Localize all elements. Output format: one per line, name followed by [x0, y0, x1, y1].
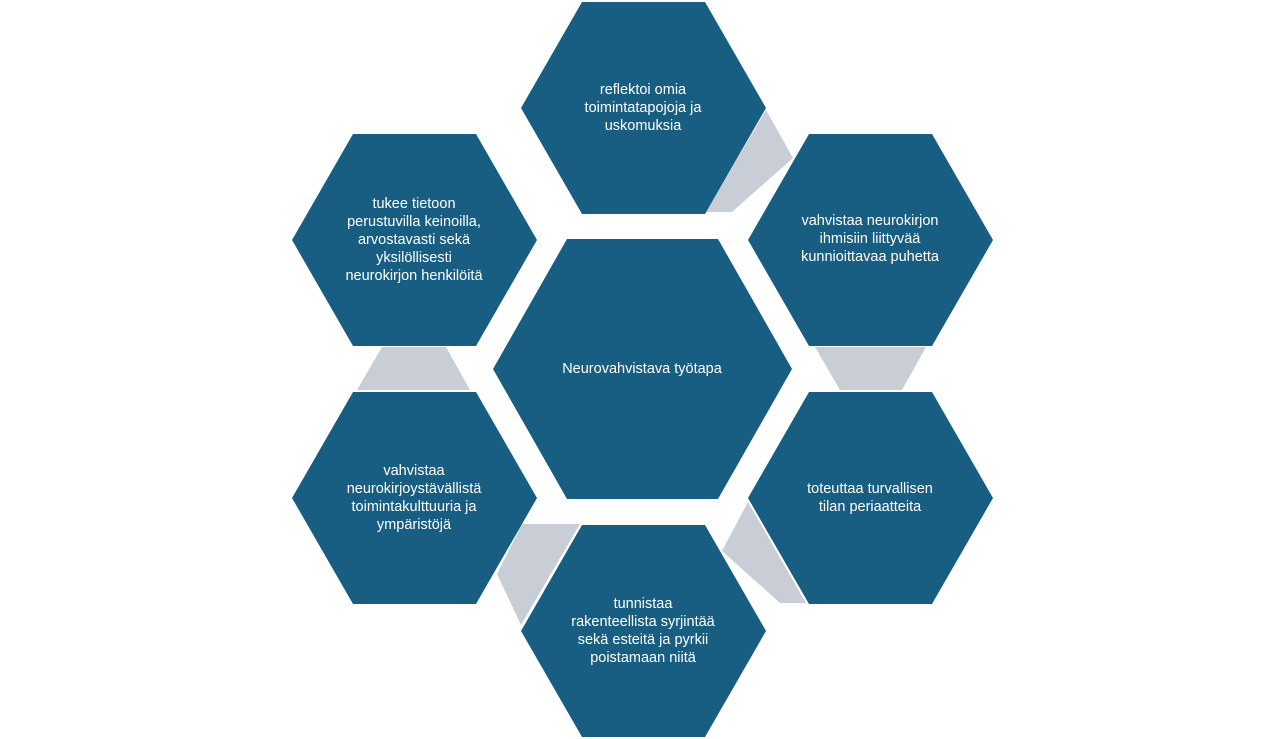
label-lower-left: vahvistaa neurokirjoystävällistä toimint… [346, 463, 482, 533]
label-center: Neurovahvistava työtapa [562, 361, 722, 377]
hexagon-top [521, 2, 766, 214]
hexagon-upper-left [292, 134, 537, 346]
label-top: reflektoi omia toimintatapojoja ja uskom… [584, 82, 702, 134]
hexagon-lower-left [292, 392, 537, 604]
connector-bottom-lower-left [497, 524, 580, 625]
hexagon-bottom [521, 525, 766, 737]
hexagon-center [493, 239, 792, 499]
hexagon-upper-right [748, 134, 993, 346]
label-bottom: tunnistaa rakenteellista syrjintää sekä … [571, 596, 715, 666]
connectors [357, 110, 926, 625]
label-lower-right: toteuttaa turvallisen tilan periaatteita [807, 481, 933, 515]
connector-lower-right-bottom [722, 502, 806, 603]
label-upper-right: vahvistaa neurokirjon ihmisiin liittyvää… [801, 213, 939, 265]
connector-lower-left-upper-left [357, 347, 470, 390]
label-upper-left: tukee tietoon perustuvilla keinoilla, ar… [345, 196, 483, 284]
hexagons [292, 2, 993, 737]
connector-top-upper-right [706, 110, 793, 212]
hexagon-lower-right [748, 392, 993, 604]
connector-upper-right-lower-right [815, 347, 926, 390]
